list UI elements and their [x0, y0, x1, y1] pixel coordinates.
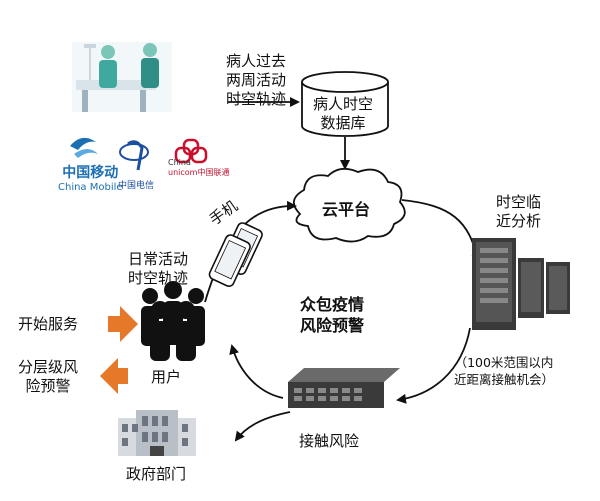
tiered-warning-arrow: [100, 358, 128, 394]
government-building-icon: [118, 410, 196, 456]
network-switch-icon: [288, 368, 400, 408]
china-telecom-logo: [119, 140, 149, 171]
contact-risk-label: 接触风险: [299, 432, 360, 450]
start-service-arrow: [108, 306, 138, 342]
cloud-platform-label: 云平台: [322, 200, 371, 219]
users-label: 用户: [151, 368, 182, 386]
database-cylinder-icon: [301, 71, 389, 137]
china-mobile-logo: [70, 137, 98, 158]
government-label: 政府部门: [126, 465, 187, 483]
china-unicom-logo: [174, 138, 208, 164]
server-rack-icon: [472, 238, 570, 330]
china-telecom-label: 中国电信: [118, 181, 155, 191]
center-title: 众包疫情 风险预警: [300, 295, 365, 335]
patient-history-label: 病人过去 两周活动 时空轨迹: [226, 52, 287, 108]
database-label: 病人时空 数据库: [313, 95, 374, 132]
smartphone-icon: [208, 222, 263, 288]
cloud-icon: [293, 167, 406, 243]
people-group-icon: [141, 281, 205, 361]
start-service-label: 开始服务: [18, 315, 79, 333]
tiered-warning-label: 分层级风 险预警: [18, 358, 79, 395]
range-note-label: （100米范围以内 近距离接触机会）: [454, 355, 555, 387]
surgery-team-icon: [72, 42, 172, 112]
proximity-analysis-label: 时空临 近分析: [496, 193, 542, 230]
daily-trajectory-label: 日常活动 时空轨迹: [128, 250, 189, 287]
